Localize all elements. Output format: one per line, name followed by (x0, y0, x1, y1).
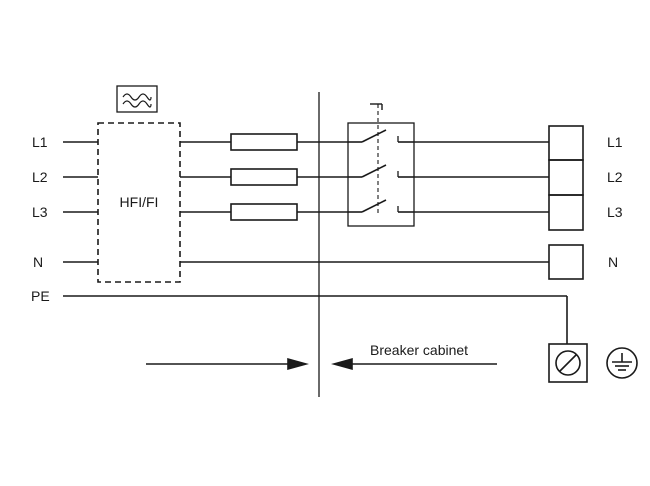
left-label-l2: L2 (32, 169, 48, 185)
arrow-right-icon (146, 357, 309, 371)
hfi-fi-box (97, 122, 181, 283)
fuse-icon (230, 203, 298, 221)
fuse-icon (230, 133, 298, 151)
earth-terminal-icon (548, 343, 588, 383)
right-label-l2: L2 (607, 169, 623, 185)
terminal-block-icon (548, 125, 584, 231)
left-label-pe: PE (31, 288, 50, 304)
left-label-n: N (33, 254, 43, 270)
fuse-icon (230, 168, 298, 186)
arrow-left-icon (331, 357, 497, 371)
left-label-l3: L3 (32, 204, 48, 220)
ground-symbol-icon (606, 347, 638, 379)
three-pole-switch-icon (347, 103, 415, 227)
right-label-l1: L1 (607, 134, 623, 150)
left-label-l1: L1 (32, 134, 48, 150)
right-label-l3: L3 (607, 204, 623, 220)
breaker-cabinet-label: Breaker cabinet (370, 342, 468, 358)
filter-label: HFI/FI (120, 194, 159, 210)
terminal-block-icon (548, 244, 584, 280)
right-label-n: N (608, 254, 618, 270)
waveform-icon (116, 85, 158, 113)
